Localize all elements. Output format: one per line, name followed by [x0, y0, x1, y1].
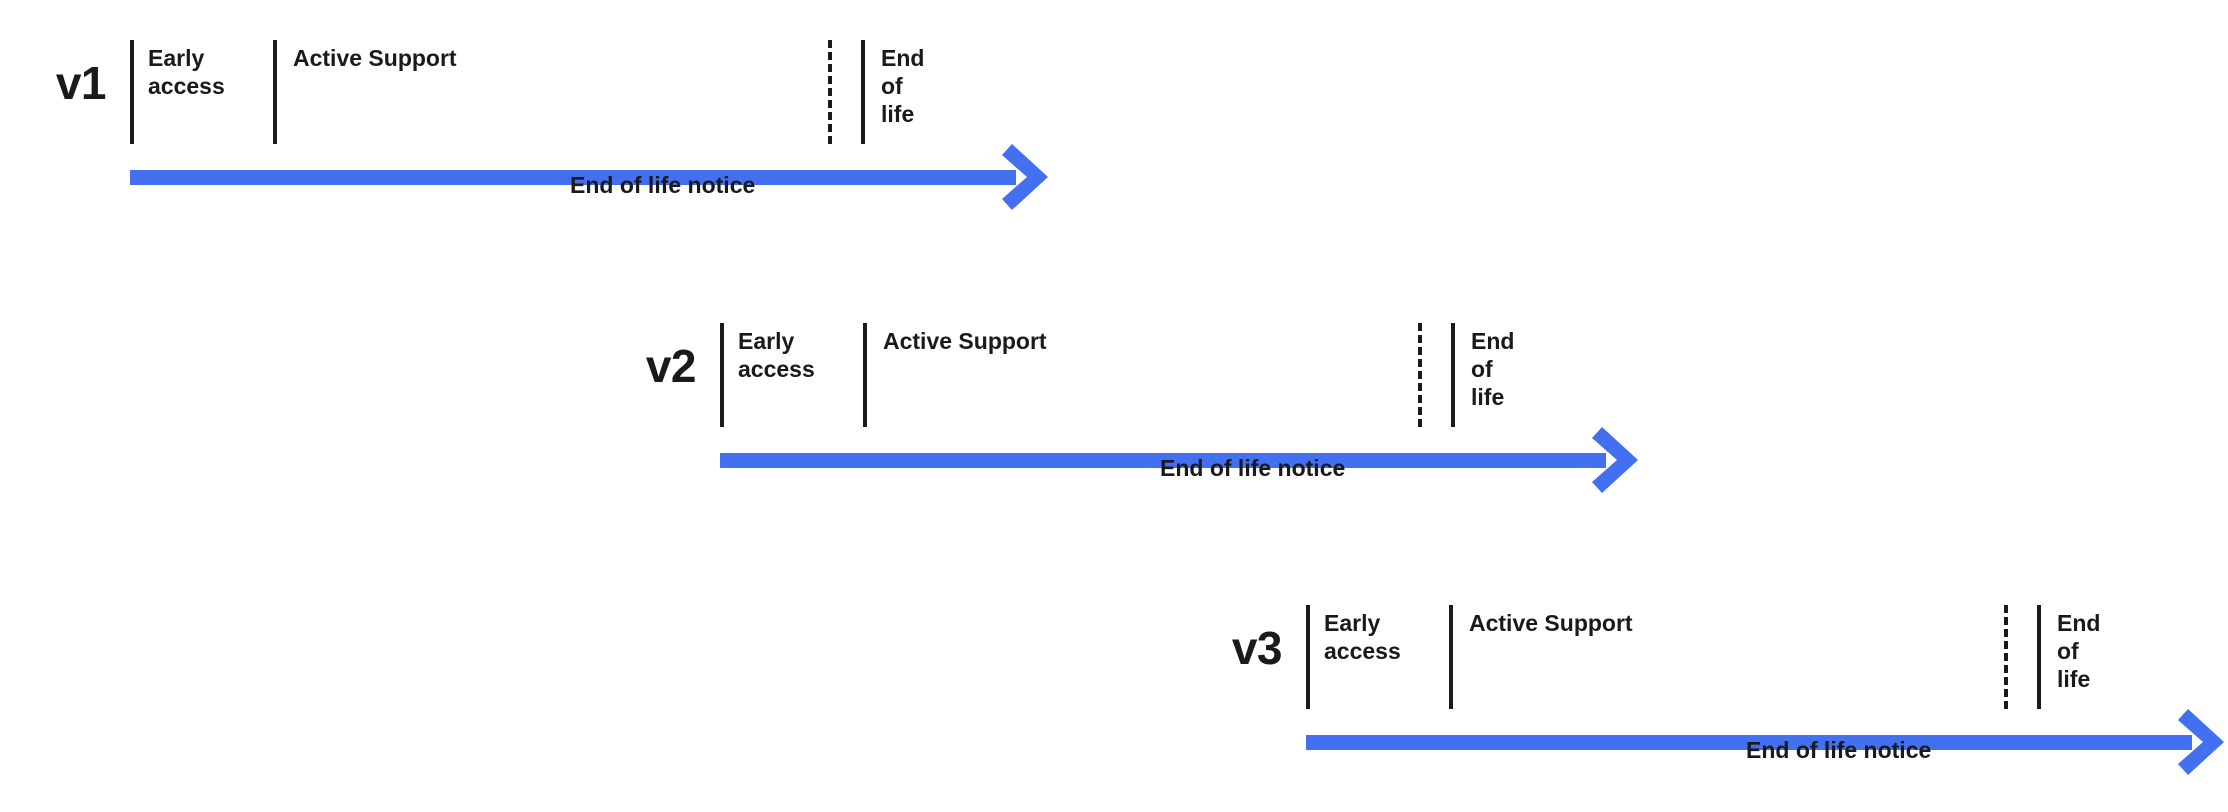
end-of-life-notice-marker-v1 — [828, 40, 832, 144]
phase-label-end-of-life-v3: End of life — [2057, 610, 2101, 693]
phase-band-v1: Early access Active Support End of life — [130, 22, 940, 144]
bar-caption-v2: End of life notice — [1160, 455, 1346, 481]
arrow-shaft-v2 — [720, 453, 1606, 468]
version-label-v3: v3 — [1231, 622, 1283, 674]
bar-caption-v1: End of life notice — [570, 172, 756, 198]
lifecycle-arrow-v2 — [720, 427, 1640, 493]
arrow-head-icon-v1 — [1002, 144, 1048, 210]
phase-divider-active-support-start-v1 — [273, 40, 277, 144]
phase-divider-active-support-start-v3 — [1449, 605, 1453, 709]
phase-label-end-of-life-v1: End of life — [881, 45, 925, 128]
lifecycle-arrow-v1 — [130, 144, 1050, 210]
version-label-v2: v2 — [645, 340, 697, 392]
timeline-row-v1: v1 Early access Active Support End of li… — [20, 22, 1050, 212]
phase-band-v3: Early access Active Support End of life — [1306, 587, 2116, 709]
phase-label-active-support-v2: Active Support — [883, 328, 1047, 354]
phase-label-early-access-v1: Early access — [148, 45, 225, 100]
lifecycle-arrow-v3 — [1306, 709, 2226, 775]
arrow-shaft-v3 — [1306, 735, 2192, 750]
timeline-row-v2: v2 Early access Active Support End of li… — [610, 305, 1640, 495]
arrow-head-icon-v3 — [2178, 709, 2224, 775]
phase-divider-early-access-start-v1 — [130, 40, 134, 144]
arrow-shaft-v1 — [130, 170, 1016, 185]
bar-caption-v3: End of life notice — [1746, 737, 1932, 763]
phase-divider-end-of-life-start-v3 — [2037, 605, 2041, 709]
timeline-row-v3: v3 Early access Active Support End of li… — [1196, 587, 2226, 777]
phase-label-early-access-v3: Early access — [1324, 610, 1401, 665]
phase-label-end-of-life-v2: End of life — [1471, 328, 1515, 411]
version-label-v1: v1 — [55, 57, 107, 109]
end-of-life-notice-marker-v2 — [1418, 323, 1422, 427]
phase-divider-end-of-life-start-v2 — [1451, 323, 1455, 427]
end-of-life-notice-marker-v3 — [2004, 605, 2008, 709]
phase-band-v2: Early access Active Support End of life — [720, 305, 1530, 427]
phase-label-active-support-v1: Active Support — [293, 45, 457, 71]
phase-label-active-support-v3: Active Support — [1469, 610, 1633, 636]
phase-label-early-access-v2: Early access — [738, 328, 815, 383]
arrow-head-icon-v2 — [1592, 427, 1638, 493]
phase-divider-early-access-start-v3 — [1306, 605, 1310, 709]
phase-divider-end-of-life-start-v1 — [861, 40, 865, 144]
phase-divider-early-access-start-v2 — [720, 323, 724, 427]
phase-divider-active-support-start-v2 — [863, 323, 867, 427]
